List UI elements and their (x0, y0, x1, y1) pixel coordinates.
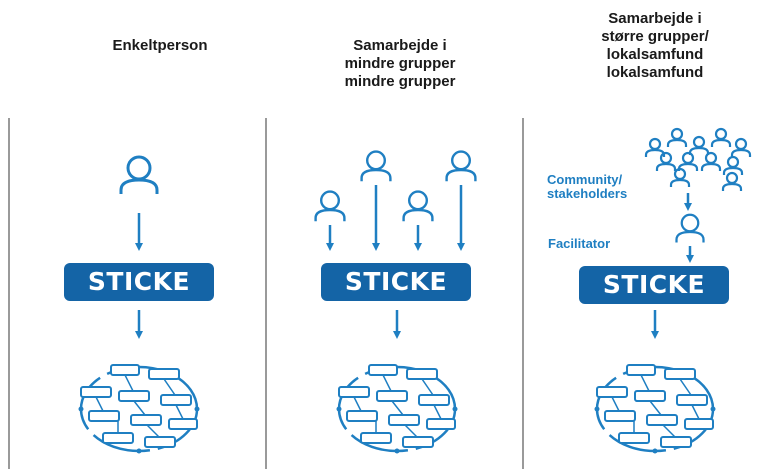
person-icon (710, 127, 732, 149)
label-line: Community/ (547, 172, 623, 187)
network-diagram-icon (335, 363, 459, 455)
person-icon (730, 137, 752, 159)
column-divider (522, 118, 524, 469)
person-icon (721, 171, 743, 193)
person-icon (655, 151, 677, 173)
heading-small-groups: Samarbejde i mindre grupper mindre grupp… (300, 37, 500, 91)
person-icon (445, 150, 477, 183)
heading-line: mindre grupper (344, 55, 456, 72)
network-diagram-icon (77, 363, 201, 455)
person-icon (119, 155, 159, 196)
person-icon (700, 151, 722, 173)
heading-line: Enkeltperson (112, 37, 208, 54)
facilitator-label: Facilitator (548, 236, 611, 251)
person-icon (360, 150, 392, 183)
heading-large-groups: Samarbejde i større grupper/ lokalsamfun… (555, 10, 755, 82)
person-icon (666, 127, 688, 149)
person-icon (314, 190, 346, 223)
heading-line: lokalsamfund (606, 64, 704, 81)
sticke-box: STICKE (579, 266, 729, 304)
person-icon (688, 135, 710, 157)
heading-line: Samarbejde i (353, 37, 447, 54)
heading-line: lokalsamfund (606, 46, 704, 63)
person-icon (402, 190, 434, 223)
community-stakeholders-label: Community/ stakeholders (547, 173, 627, 201)
sticke-box: STICKE (321, 263, 471, 301)
heading-line: større grupper/ (601, 28, 709, 45)
column-divider (265, 118, 267, 469)
network-diagram-icon (593, 363, 717, 455)
heading-individual: Enkeltperson (60, 37, 260, 55)
person-icon (675, 213, 705, 244)
heading-line: mindre grupper (344, 73, 456, 90)
label-line: stakeholders (547, 186, 628, 201)
heading-line: Samarbejde i (608, 10, 702, 27)
person-icon (669, 167, 691, 189)
column-divider (8, 118, 10, 469)
sticke-box: STICKE (64, 263, 214, 301)
